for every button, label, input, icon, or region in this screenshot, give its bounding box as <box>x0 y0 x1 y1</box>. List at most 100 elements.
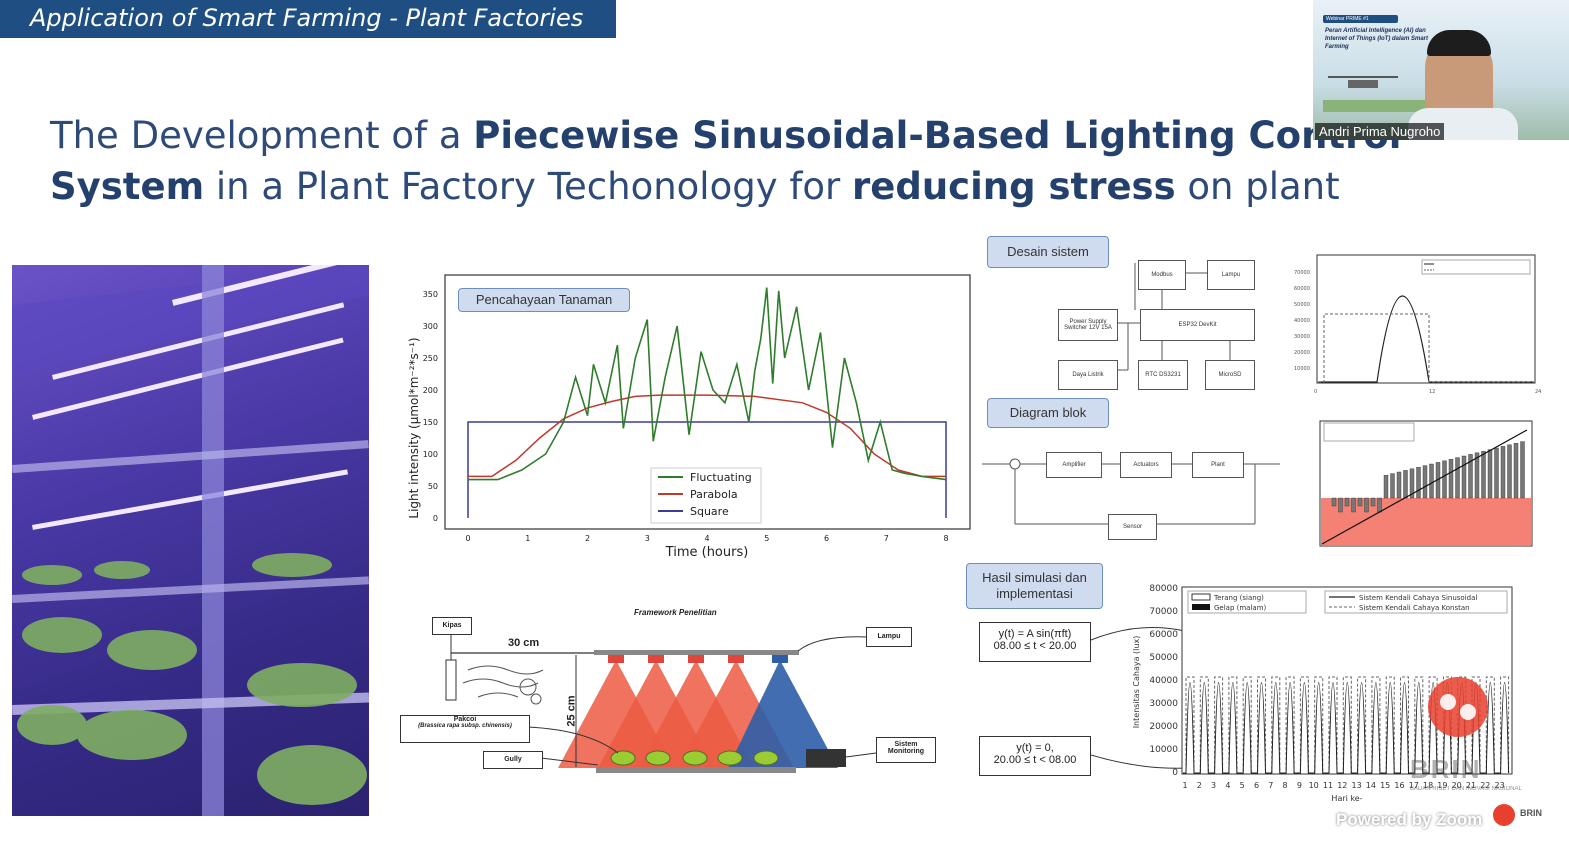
title-part2: in a Plant Factory Techonology for <box>204 165 853 208</box>
framework-title: Framework Penelitian <box>634 608 717 617</box>
series-line-square <box>467 421 947 518</box>
growth-bar <box>1331 497 1337 507</box>
block-diagram-tag: Diagram blok <box>987 398 1109 428</box>
brin-logo-icon <box>1428 677 1488 737</box>
x-tick-label: 8 <box>943 534 948 543</box>
growth-bar <box>1507 444 1512 499</box>
x-tick-label: 1 <box>525 534 530 543</box>
svg-text:70000: 70000 <box>1294 270 1310 276</box>
sim-y-tick: 30000 <box>1149 699 1178 709</box>
sim-legend-gelap: Gelap (malam) <box>1214 604 1267 612</box>
sim-y-tick: 60000 <box>1149 630 1178 640</box>
y-tick-label: 300 <box>423 322 438 331</box>
growth-bar <box>1344 497 1350 507</box>
sim-x-tick: 7 <box>1268 781 1273 790</box>
growth-bar <box>1403 470 1408 499</box>
sim-x-tick: 23 <box>1495 781 1505 790</box>
brin-brand: BRIN <box>1410 754 1482 784</box>
x-tick-label: 6 <box>824 534 829 543</box>
sim-sinusoidal-line <box>1183 682 1510 774</box>
framework-monitoring: Sistem Monitoring <box>876 737 936 763</box>
growth-bar <box>1520 441 1525 499</box>
sim-y-tick: 20000 <box>1149 722 1178 732</box>
sim-x-tick: 13 <box>1352 781 1362 790</box>
block-node-amplifier: Amplifier <box>1046 452 1102 478</box>
x-tick-label: 4 <box>704 534 709 543</box>
svg-text:30000: 30000 <box>1294 334 1310 340</box>
y-tick-label: 0 <box>433 514 438 523</box>
sim-x-tick: 16 <box>1394 781 1404 790</box>
growth-bar <box>1416 467 1421 499</box>
sim-x-tick: 15 <box>1380 781 1390 790</box>
sim-x-tick: 2 <box>1197 781 1202 790</box>
design-node-microsd: MicroSD <box>1205 360 1255 390</box>
sim-legend-sinusoidal: Sistem Kendali Cahaya Sinusoidal <box>1359 594 1477 602</box>
growth-bar <box>1455 457 1460 499</box>
title-part3: on plant <box>1175 165 1340 208</box>
design-node-lampu: Lampu <box>1207 260 1255 290</box>
brin-subtitle: BADAN RISET DAN INOVASI NASIONAL <box>1410 786 1522 792</box>
growth-bar <box>1364 497 1369 513</box>
equation-arrows <box>1091 627 1190 769</box>
equation-day-formula: y(t) = A sin(πft) <box>998 628 1072 640</box>
growth-bar <box>1481 451 1486 499</box>
legend-parabola: Parabola <box>690 488 738 501</box>
sim-x-tick: 19 <box>1437 781 1447 790</box>
growth-bar <box>1461 455 1467 499</box>
y-tick-label: 150 <box>423 418 438 427</box>
growth-bar <box>1513 443 1519 499</box>
design-system-tag: Desain sistem <box>987 236 1109 268</box>
speaker-hair <box>1427 30 1491 56</box>
growth-bar <box>1494 447 1499 499</box>
svg-text:40000: 40000 <box>1294 318 1310 324</box>
growth-bar <box>1468 454 1473 499</box>
sim-x-tick: 18 <box>1423 781 1433 790</box>
svg-text:10000: 10000 <box>1294 366 1310 372</box>
x-tick-label: 2 <box>585 534 590 543</box>
title-bold2: reducing stress <box>852 165 1176 208</box>
sim-x-tick: 9 <box>1297 781 1302 790</box>
growth-bar <box>1474 452 1480 499</box>
x-tick-label: 5 <box>764 534 769 543</box>
sim-x-tick: 17 <box>1409 781 1419 790</box>
webcam-overlay: Webinar PRIME #1 Peran Artificial Intell… <box>1313 0 1569 140</box>
growth-bar <box>1422 465 1428 499</box>
sim-x-tick: 4 <box>1225 781 1230 790</box>
framework-pakcoi: Pakcoi (Brassica rapa subsp. chinensis) <box>400 715 530 743</box>
growth-bar <box>1351 497 1356 513</box>
svg-text:0: 0 <box>1314 389 1317 395</box>
framework-lampu: Lampu <box>866 627 912 647</box>
lighting-chart-ylabel: Light intensity (µmol*m⁻²*s⁻¹) <box>407 337 421 518</box>
equation-night-formula: y(t) = 0, <box>1016 742 1054 754</box>
series-line-fluctuating <box>468 287 947 481</box>
x-tick-label: 3 <box>645 534 650 543</box>
sim-x-tick: 3 <box>1211 781 1216 790</box>
legend-fluctuating: Fluctuating <box>690 471 752 484</box>
y-tick-label: 250 <box>423 354 438 363</box>
sim-chart-ylabel: Intensitas Cahaya (lux) <box>1132 636 1141 729</box>
x-tick-label: 7 <box>884 534 889 543</box>
title-part1: The Development of a <box>50 114 474 157</box>
design-node-modbus: Modbus <box>1138 260 1186 290</box>
webinar-topic: Peran Artificial Intelligence (AI) dan I… <box>1325 28 1429 50</box>
sim-y-tick: 70000 <box>1149 607 1178 617</box>
sim-y-tick: 10000 <box>1149 745 1178 755</box>
sim-x-tick: 11 <box>1323 781 1333 790</box>
svg-text:20000: 20000 <box>1294 350 1310 356</box>
sim-x-tick: 6 <box>1254 781 1259 790</box>
header-banner: Application of Smart Farming - Plant Fac… <box>0 0 616 38</box>
y-tick-label: 200 <box>423 386 438 395</box>
svg-text:24: 24 <box>1535 389 1541 395</box>
growth-bar <box>1338 497 1343 513</box>
framework-pakcoi-latin: (Brassica rapa subsp. chinensis) <box>418 723 512 729</box>
design-node-esp32: ESP32 DevKit <box>1140 309 1255 341</box>
webinar-badge: Webinar PRIME #1 <box>1323 15 1398 23</box>
sim-x-tick: 1 <box>1182 781 1187 790</box>
powered-by-zoom: Powered by Zoom <box>1336 810 1483 829</box>
speaker-name-label: Andri Prima Nugroho <box>1315 123 1445 140</box>
framework-pakcoi-name: Pakcoi <box>453 716 477 723</box>
framework-distance-h: 30 cm <box>508 637 540 649</box>
framework-gully: Gully <box>483 751 543 769</box>
